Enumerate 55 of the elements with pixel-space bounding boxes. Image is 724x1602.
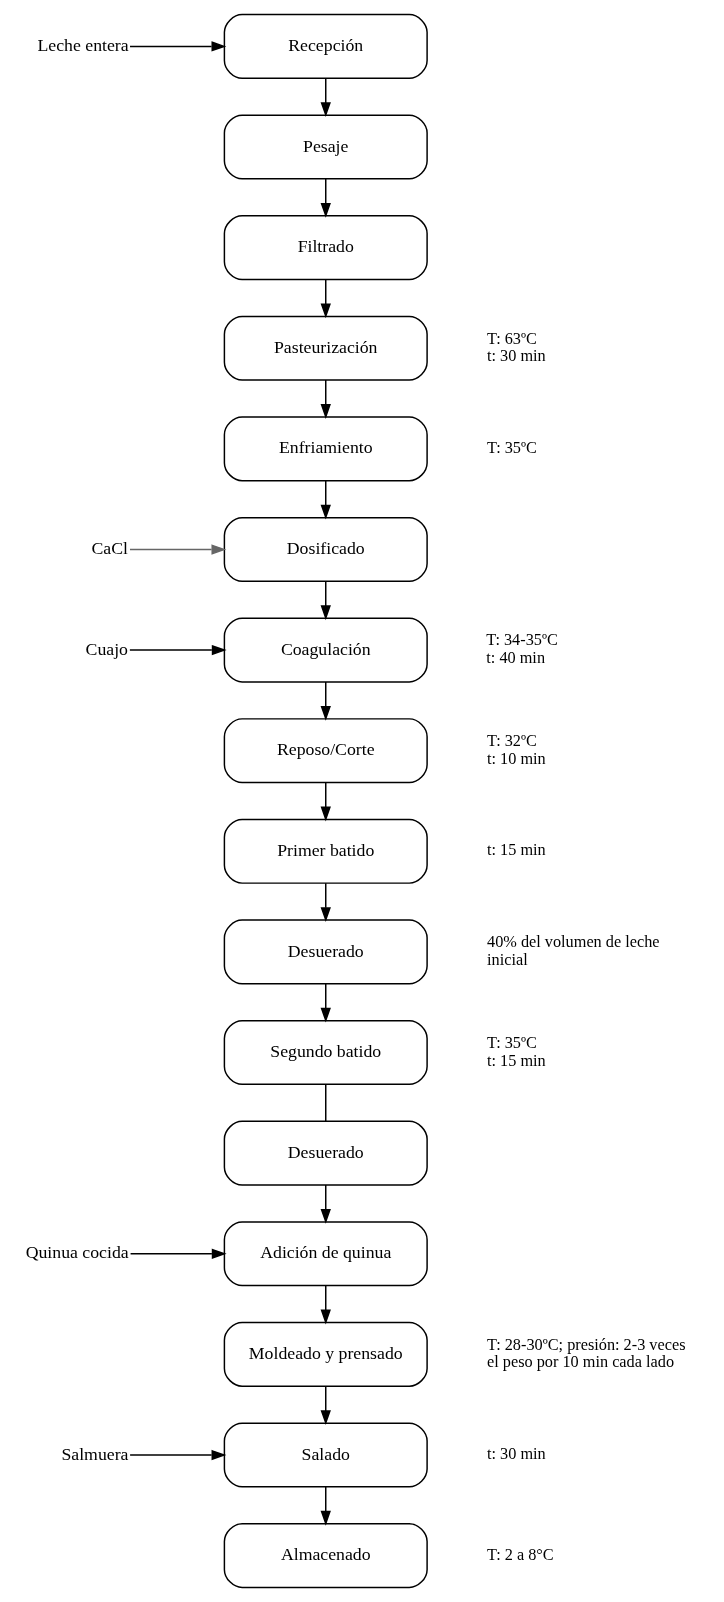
node-box: Reposo/Corte	[223, 718, 428, 784]
node-label: t: 30 min	[487, 347, 546, 366]
node-label: t: 40 min	[486, 649, 546, 668]
arrow	[320, 1486, 331, 1526]
node-label: t: 30 min	[487, 1445, 546, 1464]
arrow	[320, 278, 331, 319]
arrow	[129, 1449, 227, 1461]
arrow	[129, 1248, 227, 1259]
arrow	[320, 983, 331, 1023]
arrow	[320, 580, 331, 621]
node-label: t: 15 min	[487, 841, 546, 860]
node-label: t: 15 min	[487, 1051, 546, 1070]
node-label: T: 2 a 8°C	[487, 1545, 554, 1564]
node-box: Dosificado	[223, 516, 428, 582]
node-box: Salado	[223, 1422, 428, 1488]
arrow	[320, 681, 331, 721]
node-text: Salmuera	[61, 1443, 129, 1464]
node-text: Leche entera	[37, 35, 129, 56]
node-box: Segundo batido	[223, 1020, 428, 1086]
arrow	[320, 1184, 331, 1224]
connector	[325, 1083, 327, 1122]
node-box: Pasteurización	[223, 315, 428, 381]
arrow	[320, 882, 331, 922]
arrow	[320, 1284, 331, 1325]
node-box: Pesaje	[223, 114, 428, 180]
node-box: Enfriamiento	[223, 416, 428, 482]
node-label: T: 34-35ºC	[486, 631, 558, 650]
arrow	[320, 178, 331, 218]
node-text: Quinua cocida	[25, 1242, 129, 1263]
node-label: T: 35ºC	[487, 439, 537, 458]
arrow	[129, 544, 227, 555]
arrow	[320, 77, 331, 118]
node-label: T: 35ºC	[487, 1033, 537, 1052]
node-label: T: 32ºC	[487, 731, 537, 750]
node-box: Recepción	[223, 13, 428, 79]
node-box: Adición de quinua	[223, 1221, 428, 1287]
node-text: Cuajo	[85, 638, 128, 659]
node-box: Desuerado	[223, 919, 428, 985]
arrow	[320, 1385, 331, 1426]
node-label: T: 28-30ºC; presión: 2-3 veces el peso por 10 min cada lado	[487, 1335, 686, 1372]
node-box: Moldeado y prensado	[223, 1321, 428, 1387]
node-box: Filtrado	[223, 215, 428, 281]
node-box: Desuerado	[223, 1120, 428, 1186]
arrow	[129, 41, 227, 52]
node-box: Almacenado	[223, 1523, 428, 1589]
arrow	[320, 379, 331, 419]
node-box: Primer batido	[223, 818, 428, 884]
node-label: t: 10 min	[487, 749, 546, 768]
node-text: CaCl	[91, 538, 128, 559]
arrow	[129, 644, 227, 656]
arrow	[320, 781, 331, 822]
node-box: Coagulación	[223, 617, 428, 683]
node-label: T: 63ºC	[487, 329, 537, 348]
node-label: 40% del volumen de leche inicial	[487, 933, 660, 969]
arrow	[320, 479, 331, 520]
